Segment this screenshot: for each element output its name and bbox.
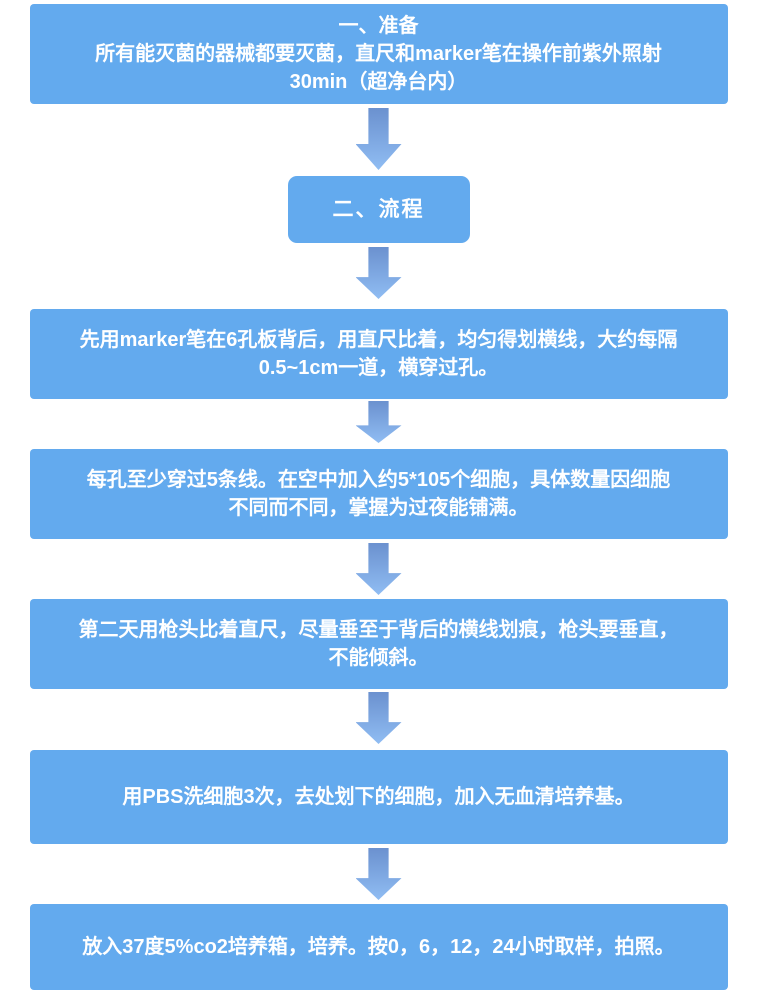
step-box-wash-pbs: 用PBS洗细胞3次，去处划下的细胞，加入无血清培养基。 [29, 750, 728, 844]
down-arrow-icon [355, 401, 402, 443]
step-box-process-title: 二、流程 [287, 176, 470, 243]
step-box-seed-cells: 每孔至少穿过5条线。在空中加入约5*105个细胞，具体数量因细胞 不同而不同，掌… [29, 449, 728, 539]
step-box-incubate: 放入37度5%co2培养箱，培养。按0，6，12，24小时取样，拍照。 [29, 904, 728, 990]
down-arrow-icon [355, 543, 402, 595]
step-box-draw-lines: 先用marker笔在6孔板背后，用直尺比着，均匀得划横线，大约每隔 0.5~1c… [29, 309, 728, 399]
down-arrow-icon [355, 247, 402, 299]
down-arrow-icon [355, 848, 402, 900]
down-arrow-icon [355, 108, 402, 170]
step-box-prepare: 一、准备 所有能灭菌的器械都要灭菌，直尺和marker笔在操作前紫外照射 30m… [29, 4, 728, 104]
step-box-scratch: 第二天用枪头比着直尺，尽量垂至于背后的横线划痕，枪头要垂直， 不能倾斜。 [29, 599, 728, 689]
down-arrow-icon [355, 692, 402, 744]
